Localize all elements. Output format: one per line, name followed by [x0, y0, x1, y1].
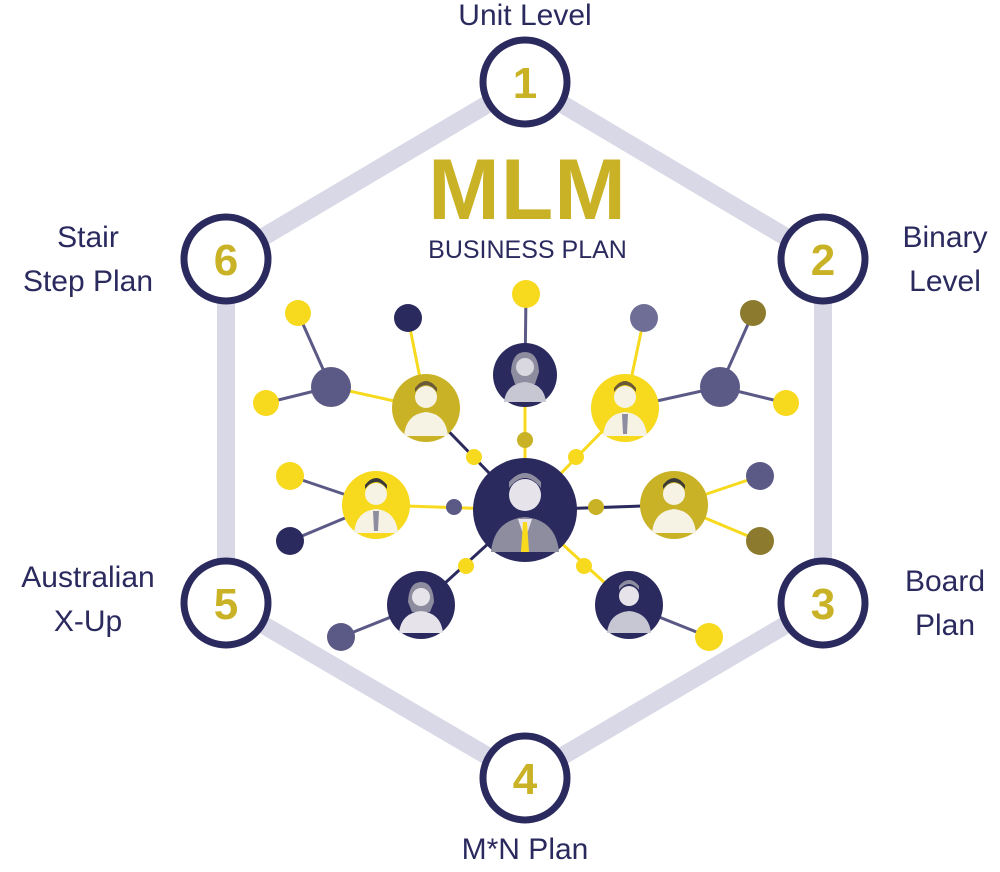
- plan-node-2-number: 2: [811, 236, 835, 285]
- plan-label-4: M*N Plan: [461, 833, 589, 866]
- avatar-top-center: [493, 343, 557, 407]
- plan-node-4: 4: [479, 732, 571, 824]
- plan-node-4-number: 4: [513, 755, 538, 804]
- satellite-nodes: [253, 280, 799, 651]
- avatar-bottom-left: [387, 571, 455, 639]
- plan-node-5: 5: [180, 557, 272, 649]
- avatar-mid-left: [342, 471, 410, 539]
- plan-label-2: Binary Level: [902, 221, 988, 298]
- plan-node-5-number: 5: [214, 580, 238, 629]
- plan-node-3: 3: [777, 557, 869, 649]
- plan-node-6: 6: [180, 213, 272, 305]
- plan-label-5: Australian X-Up: [21, 561, 155, 638]
- plan-label-1: Unit Level: [458, 0, 592, 32]
- plan-node-1-number: 1: [513, 59, 537, 108]
- plan-node-3-number: 3: [811, 580, 835, 629]
- avatar-center: [473, 458, 577, 562]
- plan-node-6-number: 6: [214, 236, 238, 285]
- avatar-top-right: [591, 374, 659, 442]
- diagram-subtitle: BUSINESS PLAN: [428, 236, 627, 264]
- diagram-title: MLM: [428, 142, 627, 238]
- connector-dots: [446, 432, 604, 574]
- avatar-mid-right: [640, 471, 708, 539]
- avatar-bottom-right: [595, 571, 663, 639]
- avatar-top-left: [392, 374, 460, 442]
- plan-label-6: Stair Step Plan: [22, 221, 154, 298]
- plan-label-3: Board Plan: [904, 565, 986, 642]
- plan-node-2: 2: [777, 213, 869, 305]
- plan-node-1: 1: [479, 36, 571, 128]
